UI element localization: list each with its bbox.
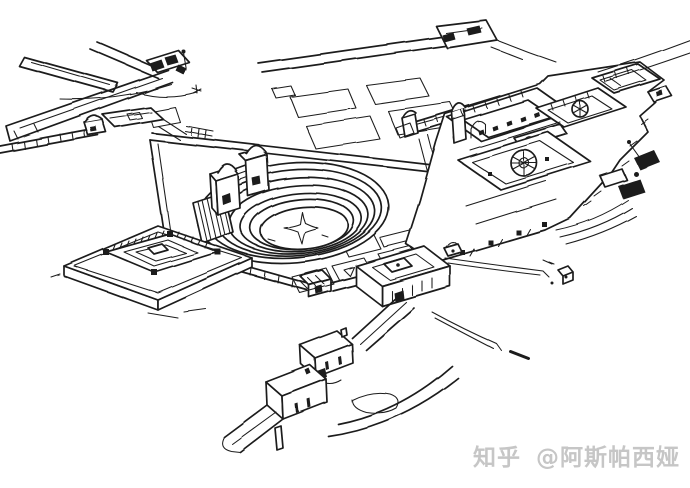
road-junction-buildings (145, 49, 202, 94)
floor-star (283, 211, 319, 245)
northwest-roads (5, 41, 198, 142)
west-road-and-kiosk (0, 106, 187, 154)
watermark-author: @阿斯帕西娅 (536, 445, 680, 471)
fountain (572, 101, 588, 117)
tower-dome (246, 145, 267, 155)
gate-tower (245, 154, 270, 197)
top-right-roads (597, 39, 690, 82)
small-scribble (191, 84, 202, 94)
causeway-gatehouse (221, 295, 459, 453)
southeast-roads (431, 257, 574, 361)
court-corner (591, 63, 661, 94)
palace-complex (405, 61, 673, 263)
tower-dome (217, 163, 238, 174)
northeast-road (257, 19, 557, 73)
east-walls (443, 140, 660, 265)
amphitheater (196, 161, 390, 265)
fort-platform (50, 225, 253, 319)
watermark: 知乎 @阿斯帕西娅 (473, 438, 680, 472)
minaret (451, 107, 467, 144)
watermark-platform: 知乎 (473, 445, 521, 471)
fountain (510, 149, 538, 177)
palace-porch (355, 245, 451, 307)
gatehouse-block (281, 378, 328, 420)
amphitheater-gate-towers (192, 145, 270, 244)
